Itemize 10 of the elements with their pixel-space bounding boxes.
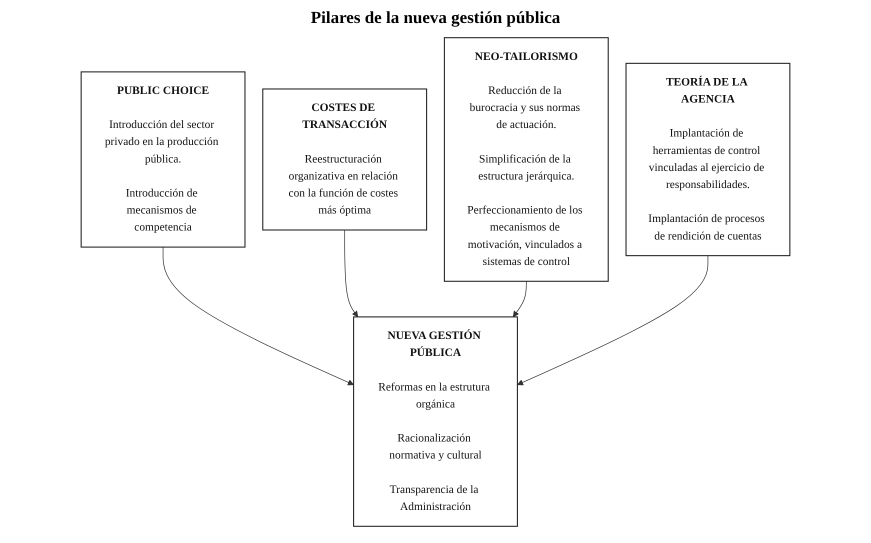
node-box: TEORÍA DE LA AGENCIA Implantación de herramientas de control vinculadas al ejercicio de responsabilidades. Implantación de procesos de rendición de cuentas — [626, 62, 790, 256]
arrow — [512, 280, 527, 318]
arrow — [344, 230, 358, 318]
diagram-title: Pilares de la nueva gestión pública — [310, 8, 562, 28]
arrow — [162, 246, 354, 386]
node-box: COSTES DE TRANSACCIÓN Reestructuración organizativa en relación con la función de costes más óptima — [262, 88, 428, 231]
node-box: PUBLIC CHOICE Introducción del sector privado en la producción pública. Introducción de mecanismos de competencia — [80, 71, 246, 248]
arrow — [517, 255, 708, 386]
node-box: NUEVA GESTIÓN PÚBLICA Reformas en la estrutura orgánica Racionalización normativa y cultural Transparencia de la Administración — [353, 316, 518, 527]
node-box: NEO-TAILORISMO Reducción de la burocracia y sus normas de actuación. Simplificación de la estructura jerárquica. Perfeccionamiento de los mecanismos de motivación, vinculados a sistemas de control — [444, 37, 609, 282]
